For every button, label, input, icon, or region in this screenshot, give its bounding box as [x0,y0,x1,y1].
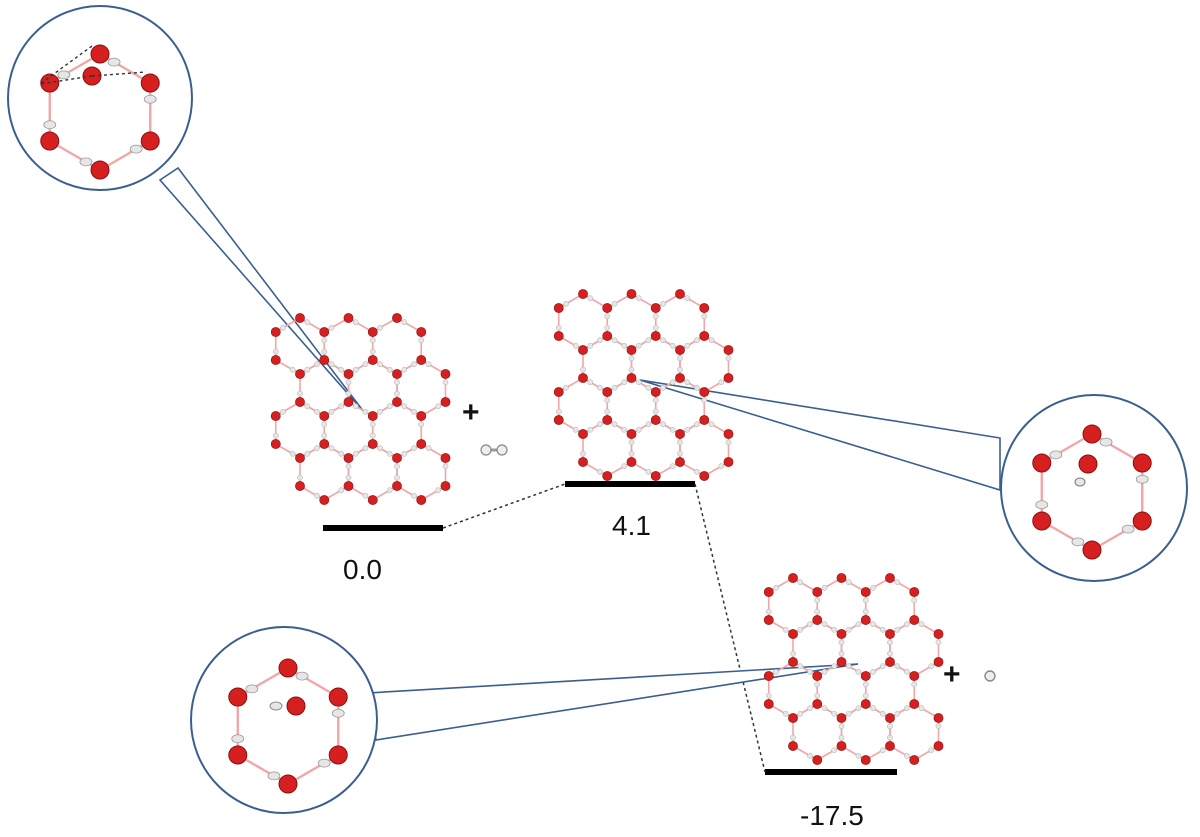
hydrogen-atom-icon [984,670,996,682]
ice-lattice-transition [553,289,734,481]
energy-label-transition: 4.1 [612,510,651,541]
callout-wedge-reactant [158,166,365,413]
zoom-circle-transition [1000,394,1188,582]
energy-label-product: -17.5 [800,800,864,831]
plus-sign-products: + [943,658,961,691]
callout-wedge-transition [639,379,1001,492]
zoom-hex-product [228,658,348,794]
connector-transition-product [694,483,766,773]
ice-lattice-product [763,573,944,765]
ice-lattices [270,289,944,765]
zoom-details [39,44,1152,794]
ice-lattice-reactant [270,313,451,505]
zoom-hex-transition [1032,424,1152,560]
h2-molecule-icon [480,444,508,456]
zoom-circle-product [190,626,378,814]
plus-sign-reactants: + [462,396,480,429]
energy-label-reactant: 0.0 [343,554,382,585]
connector-reactant-transition [442,483,566,529]
zoom-hex-reactant [39,44,160,180]
callout-wedge-product [367,663,859,741]
